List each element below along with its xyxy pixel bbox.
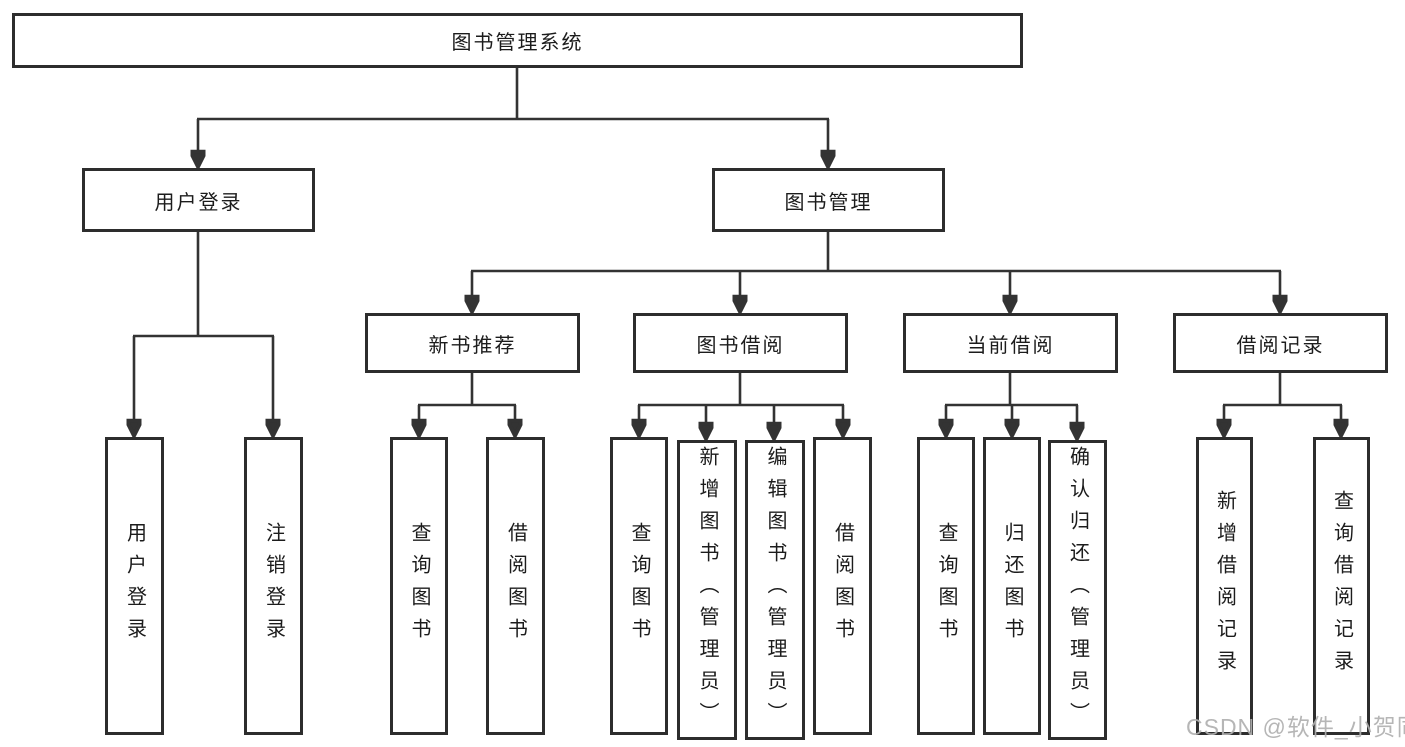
edges-book-borrow bbox=[638, 372, 844, 438]
node-book-mgmt: 图书管理 bbox=[712, 168, 945, 232]
leaf-confirm-return-label: 确认归还（管理员） bbox=[1066, 446, 1089, 734]
edges-current-borrow bbox=[945, 372, 1078, 438]
leaf-query-book-borrow: 查询图书 bbox=[610, 437, 668, 735]
leaf-query-book-rec-label: 查询图书 bbox=[408, 522, 430, 650]
leaf-logout-label: 注销登录 bbox=[262, 522, 285, 650]
leaf-edit-book-label: 编辑图书（管理员） bbox=[764, 446, 786, 734]
node-book-borrow: 图书借阅 bbox=[633, 313, 848, 373]
edges-root bbox=[197, 66, 829, 166]
node-borrow-records-label: 借阅记录 bbox=[1236, 334, 1325, 357]
leaf-query-book-borrow-label: 查询图书 bbox=[628, 522, 650, 650]
leaf-add-borrow-record-label: 新增借阅记录 bbox=[1213, 490, 1236, 682]
leaf-borrow-book-label: 借阅图书 bbox=[831, 522, 854, 650]
node-user-login: 用户登录 bbox=[82, 168, 315, 232]
leaf-return-book-label: 归还图书 bbox=[1001, 522, 1023, 650]
leaf-add-book: 新增图书（管理员） bbox=[677, 440, 737, 740]
leaf-query-book-current: 查询图书 bbox=[917, 437, 975, 735]
node-new-book-rec-label: 新书推荐 bbox=[428, 334, 517, 357]
leaf-add-book-label: 新增图书（管理员） bbox=[696, 446, 718, 734]
leaf-user-login-label: 用户登录 bbox=[123, 522, 146, 650]
leaf-query-borrow-record: 查询借阅记录 bbox=[1313, 437, 1370, 735]
leaf-borrow-book-rec: 借阅图书 bbox=[486, 437, 545, 735]
leaf-confirm-return: 确认归还（管理员） bbox=[1048, 440, 1107, 740]
node-root-label: 图书管理系统 bbox=[451, 32, 584, 54]
leaf-logout: 注销登录 bbox=[244, 437, 303, 735]
node-book-borrow-label: 图书借阅 bbox=[696, 334, 785, 357]
node-root: 图书管理系统 bbox=[12, 13, 1023, 68]
leaf-return-book: 归还图书 bbox=[983, 437, 1041, 735]
node-borrow-records: 借阅记录 bbox=[1173, 313, 1388, 373]
watermark: CSDN @软件_小贺同学 bbox=[1186, 714, 1405, 740]
node-user-login-label: 用户登录 bbox=[154, 191, 243, 214]
node-current-borrow-label: 当前借阅 bbox=[966, 334, 1055, 357]
leaf-add-borrow-record: 新增借阅记录 bbox=[1196, 437, 1253, 735]
leaf-borrow-book: 借阅图书 bbox=[813, 437, 872, 735]
edges-user-login bbox=[133, 231, 274, 435]
node-new-book-rec: 新书推荐 bbox=[365, 313, 580, 373]
leaf-edit-book: 编辑图书（管理员） bbox=[745, 440, 805, 740]
leaf-user-login: 用户登录 bbox=[105, 437, 164, 735]
leaf-borrow-book-rec-label: 借阅图书 bbox=[504, 522, 527, 650]
edges-book-mgmt bbox=[471, 231, 1281, 311]
leaf-query-book-current-label: 查询图书 bbox=[935, 522, 957, 650]
leaf-query-book-rec: 查询图书 bbox=[390, 437, 448, 735]
node-book-mgmt-label: 图书管理 bbox=[784, 191, 873, 214]
leaf-query-borrow-record-label: 查询借阅记录 bbox=[1330, 490, 1353, 682]
node-current-borrow: 当前借阅 bbox=[903, 313, 1118, 373]
edges-borrow-records bbox=[1223, 372, 1342, 435]
edges-new-book-rec bbox=[418, 372, 516, 435]
